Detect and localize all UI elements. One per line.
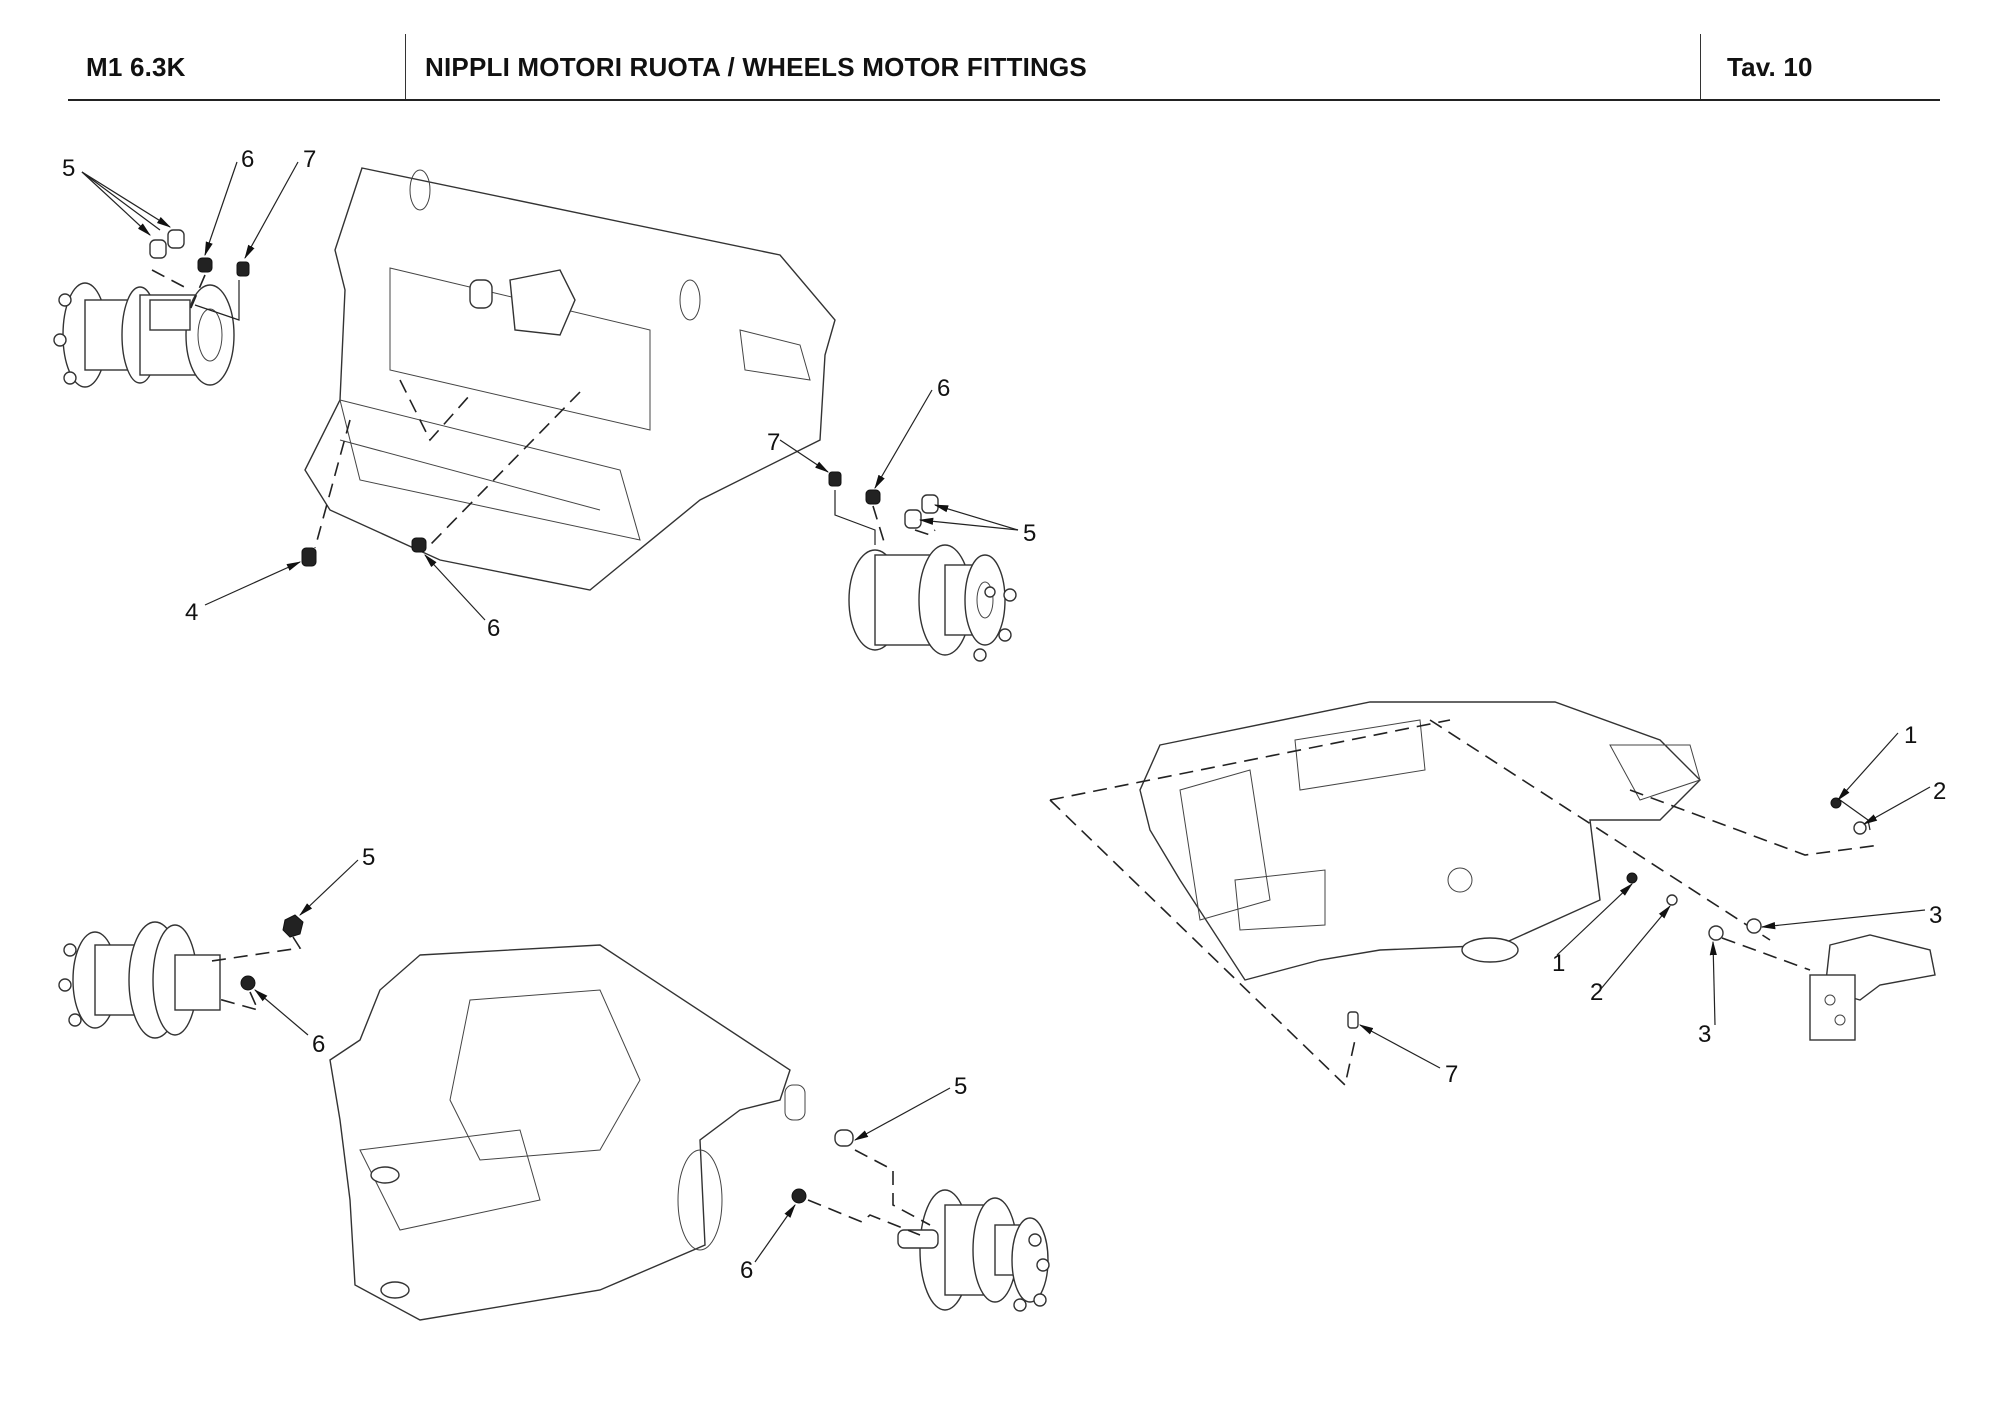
model-code: M1 6.3K	[86, 52, 186, 82]
callout-1: 1	[1904, 722, 1917, 749]
fitting-6	[865, 489, 881, 505]
fitting-2	[1666, 894, 1678, 906]
fitting-5	[921, 494, 939, 514]
rear-chassis	[329, 944, 806, 1321]
fitting-3	[1708, 925, 1724, 941]
callout-5: 5	[954, 1073, 967, 1100]
fitting-7	[828, 471, 842, 487]
fitting-6	[411, 537, 427, 553]
front-frame-tank	[304, 167, 836, 591]
callout-1: 1	[1552, 950, 1565, 977]
page-title: NIPPLI MOTORI RUOTA / WHEELS MOTOR FITTI…	[425, 52, 1087, 82]
wheel-motor-right-top	[848, 544, 1017, 662]
callout-6: 6	[487, 615, 500, 642]
bottom-left-view: 5 6 5	[58, 844, 1050, 1321]
header-divider	[405, 34, 406, 100]
fitting-7	[1347, 1011, 1359, 1029]
fitting-1	[1626, 872, 1638, 884]
callout-6: 6	[740, 1257, 753, 1284]
callout-5: 5	[1023, 520, 1036, 547]
right-view: 1 2 3 1 2 3 7	[1049, 701, 1946, 1088]
wheel-motor-right-bottom	[897, 1189, 1050, 1312]
fitting-5	[904, 509, 922, 529]
callout-7: 7	[303, 146, 316, 173]
fitting-1	[1830, 797, 1842, 809]
callout-5: 5	[362, 844, 375, 871]
callout-3: 3	[1929, 902, 1942, 929]
callout-4: 4	[185, 599, 198, 626]
callout-6: 6	[241, 146, 254, 173]
callout-7: 7	[1445, 1061, 1458, 1088]
fitting-5	[834, 1129, 854, 1147]
wheel-motor-left-top	[53, 282, 235, 388]
callout-5: 5	[62, 155, 75, 182]
callout-6: 6	[937, 375, 950, 402]
rear-chassis-underside	[1139, 701, 1701, 981]
fitting-6	[240, 975, 256, 991]
header-rule	[68, 99, 1940, 101]
fitting-6	[791, 1188, 807, 1204]
fitting-7	[236, 261, 250, 277]
callout-2: 2	[1590, 979, 1603, 1006]
top-left-view: 5 6 7 4 6	[53, 146, 1036, 662]
valve-block	[1809, 934, 1936, 1041]
fitting-3	[1746, 918, 1762, 934]
callout-3: 3	[1698, 1021, 1711, 1048]
callout-7: 7	[767, 429, 780, 456]
fitting-5-pair	[149, 229, 185, 259]
table-number: Tav. 10	[1727, 52, 1813, 82]
fitting-5	[282, 914, 304, 938]
fitting-4	[301, 547, 317, 567]
fitting-6	[197, 257, 213, 273]
callout-2: 2	[1933, 778, 1946, 805]
wheel-motor-left-bottom	[58, 921, 221, 1039]
fitting-2	[1853, 821, 1867, 835]
callout-6: 6	[312, 1031, 325, 1058]
header-divider	[1700, 34, 1701, 100]
